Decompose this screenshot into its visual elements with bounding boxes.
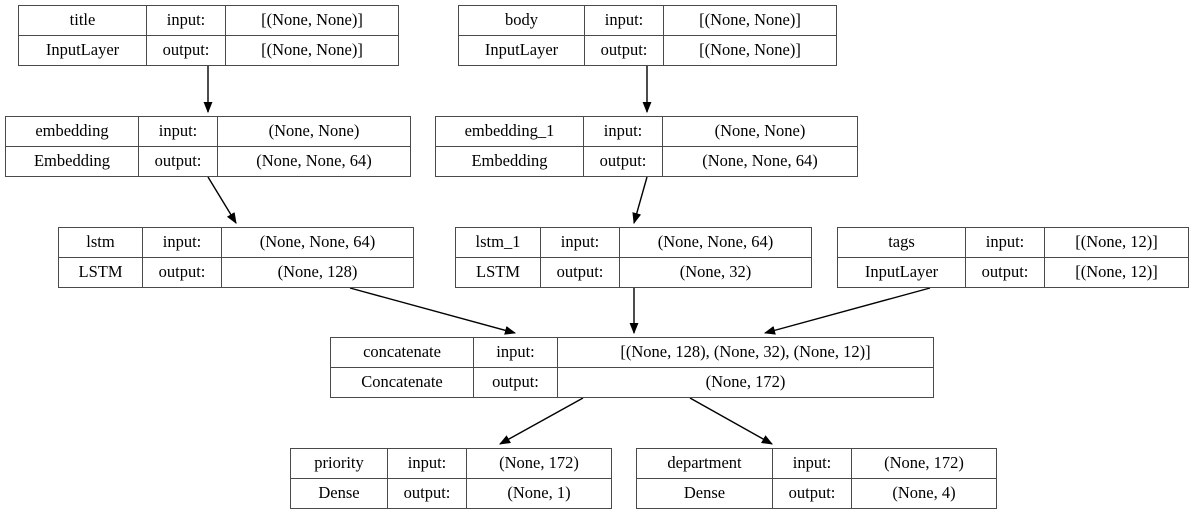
layer-node-department-name: department (637, 449, 773, 478)
layer-node-lstm-class: LSTM (59, 258, 143, 287)
layer-node-department-output-label: output: (773, 479, 852, 508)
layer-node-embedding_1-name: embedding_1 (436, 117, 584, 146)
layer-node-lstm-input-shape: (None, None, 64) (259, 232, 376, 252)
layer-node-lstm_1-output-shape: (None, 32) (679, 262, 752, 282)
layer-node-lstm-input-label: input: (143, 228, 222, 257)
layer-node-concatenate-input-label: input: (474, 338, 558, 367)
layer-node-title-class: InputLayer (19, 36, 147, 65)
layer-node-lstm_1-output-label: output: (541, 258, 620, 287)
layer-node-concatenate-class: Concatenate (331, 368, 474, 397)
layer-node-embedding_1-class: Embedding (436, 147, 584, 176)
layer-node-body-class: InputLayer (459, 36, 585, 65)
layer-node-embedding-output-shape: (None, None, 64) (256, 151, 372, 171)
layer-node-lstm-name: lstm (59, 228, 143, 257)
layer-node-department-class: Dense (637, 479, 773, 508)
layer-node-concatenate-input-shape: [(None, 128), (None, 32), (None, 12)] (620, 342, 871, 362)
layer-node-lstm-output-label: output: (143, 258, 222, 287)
layer-node-embedding-output-label: output: (139, 147, 218, 176)
edge-embedding_1-to-lstm_1 (632, 176, 648, 225)
layer-node-tags-input-label: input: (966, 228, 1045, 257)
layer-node-tags-output-shape: [(None, 12)] (1075, 262, 1158, 282)
layer-node-embedding_1-input-shape: (None, None) (714, 121, 806, 141)
layer-node-embedding_1-input-label: input: (584, 117, 663, 146)
layer-node-body-output-label: output: (585, 36, 664, 65)
layer-node-body-name: body (459, 6, 585, 35)
edge-concatenate-to-department (689, 397, 773, 445)
layer-node-department-input-shape: (None, 172) (884, 453, 964, 473)
layer-node-body-input-shape: [(None, None)] (699, 10, 801, 30)
edge-embedding-to-lstm (207, 176, 237, 224)
layer-node-tags-output-label: output: (966, 258, 1045, 287)
layer-node-priority-input-label: input: (388, 449, 467, 478)
layer-node-embedding-input-shape: (None, None) (268, 121, 360, 141)
layer-node-lstm_1-class: LSTM (456, 258, 541, 287)
layer-node-title-input-shape: [(None, None)] (261, 10, 363, 30)
edge-tags-to-concatenate (763, 287, 931, 335)
layer-node-title-input-label: input: (147, 6, 226, 35)
layer-node-embedding-class: Embedding (6, 147, 139, 176)
layer-node-body-output-shape: [(None, None)] (699, 40, 801, 60)
layer-node-embedding-input-label: input: (139, 117, 218, 146)
layer-node-concatenate-output-shape: (None, 172) (705, 372, 786, 392)
layer-node-body-input-label: input: (585, 6, 664, 35)
layer-node-lstm-output-shape: (None, 128) (277, 262, 358, 282)
layer-node-lstm_1-input-shape: (None, None, 64) (657, 232, 774, 252)
layer-node-tags-name: tags (838, 228, 966, 257)
layer-node-priority-output-label: output: (388, 479, 467, 508)
layer-node-department-input-label: input: (773, 449, 852, 478)
layer-node-title-output-label: output: (147, 36, 226, 65)
edge-concatenate-to-priority (499, 397, 584, 445)
layer-node-embedding_1-output-shape: (None, None, 64) (702, 151, 818, 171)
layer-node-priority-input-shape: (None, 172) (499, 453, 579, 473)
layer-node-lstm_1-input-label: input: (541, 228, 620, 257)
layer-node-lstm_1-name: lstm_1 (456, 228, 541, 257)
layer-node-priority-name: priority (291, 449, 388, 478)
layer-node-embedding-name: embedding (6, 117, 139, 146)
layer-node-department-output-shape: (None, 4) (892, 483, 956, 503)
layer-node-tags-class: InputLayer (838, 258, 966, 287)
layer-node-tags-input-shape: [(None, 12)] (1075, 232, 1158, 252)
layer-node-embedding_1-output-label: output: (584, 147, 663, 176)
layer-node-concatenate-name: concatenate (331, 338, 474, 367)
layer-node-title-name: title (19, 6, 147, 35)
edge-lstm-to-concatenate (349, 287, 517, 335)
layer-node-priority-output-shape: (None, 1) (507, 483, 571, 503)
layer-node-priority-class: Dense (291, 479, 388, 508)
layer-node-concatenate-output-label: output: (474, 368, 558, 397)
layer-node-title-output-shape: [(None, None)] (261, 40, 363, 60)
